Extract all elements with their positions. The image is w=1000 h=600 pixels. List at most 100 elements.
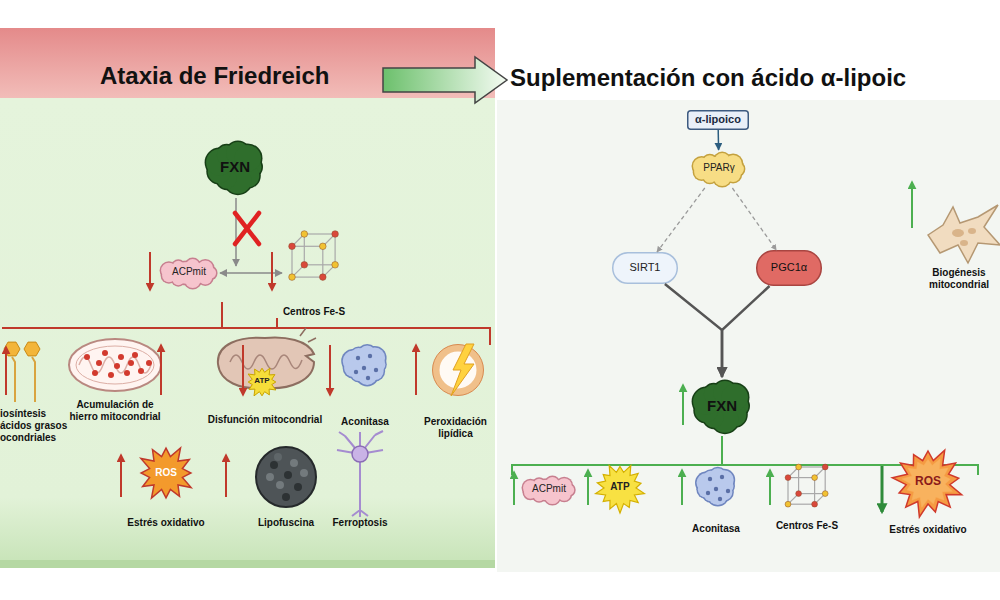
damage-mark xyxy=(300,328,316,342)
node-text: Acumulación de hierro mitocondrial xyxy=(65,399,165,423)
cell-icon xyxy=(928,205,1000,263)
granule-speck xyxy=(300,469,308,477)
granule-speck xyxy=(290,459,298,467)
up-arrow xyxy=(682,385,684,425)
up-arrow xyxy=(911,182,913,228)
enzyme-dot xyxy=(706,491,710,495)
up-arrow xyxy=(513,472,515,505)
diagram-node: FXN xyxy=(690,377,754,435)
node-text: Estrés oxidativo xyxy=(118,517,214,529)
iron-dot xyxy=(84,354,90,360)
node-text: FXN xyxy=(203,158,267,176)
down-arrow xyxy=(149,252,151,290)
diagram-node: Aconitasa xyxy=(335,340,395,435)
down-arrow xyxy=(881,466,884,512)
diagram-node: ATP xyxy=(594,462,646,514)
blocked-arrow xyxy=(235,198,237,266)
cube-atom xyxy=(812,501,818,507)
diagram-node: Centros Fe-S xyxy=(775,462,839,537)
connector-arrow xyxy=(732,188,776,250)
diagram-node: Ferroptosis xyxy=(325,430,395,535)
cube-atom xyxy=(301,262,308,269)
mito-inner xyxy=(76,346,154,384)
enzyme-dot xyxy=(718,497,722,501)
diagram-node: ROSEstrés oxidativo xyxy=(888,448,968,543)
iron-dot xyxy=(132,352,138,358)
node-text: ROS xyxy=(130,467,202,479)
node-text: ACPmit xyxy=(158,266,220,278)
node-text: Biogénesis mitocondrial xyxy=(918,267,1000,291)
diagram-node: FXN xyxy=(203,138,267,196)
cube-atom xyxy=(812,475,818,481)
node-text: Estrés oxidativo xyxy=(880,524,976,536)
cube-atom xyxy=(796,491,802,497)
left-panel xyxy=(0,98,495,568)
down-arrow xyxy=(329,345,331,395)
green-up-arrows xyxy=(514,182,912,505)
cross-stroke xyxy=(235,213,259,244)
node-text: Peroxidación lipídica xyxy=(418,416,493,440)
diagram-node: Centros Fe-S xyxy=(282,228,346,318)
enzyme-dot xyxy=(714,487,718,491)
blob-shape xyxy=(695,467,735,507)
diagram-node: ACPmit xyxy=(158,256,220,290)
connector-arrow xyxy=(722,286,770,377)
node-text: Ferroptosis xyxy=(317,517,403,529)
diagram-node: Biogénesis mitocondrial xyxy=(918,205,1000,300)
cube-atom xyxy=(289,274,296,281)
node-text: Disfunción mitocondrial xyxy=(200,414,330,426)
node-text: PGC1α xyxy=(756,261,822,274)
blob-shape xyxy=(341,344,387,386)
granule-speck xyxy=(270,461,278,469)
iron-sulfur-cube xyxy=(785,464,828,507)
cube-atom xyxy=(785,475,791,481)
node-text: SIRT1 xyxy=(612,261,678,274)
increase-arrows xyxy=(6,345,416,497)
iron-dot xyxy=(118,354,124,360)
membrane-edge xyxy=(433,345,484,396)
cross-stroke xyxy=(235,213,259,244)
lightning-bolt xyxy=(451,344,474,396)
node-text: ATP xyxy=(594,481,646,493)
inhibition-cross xyxy=(235,213,259,244)
blob-part xyxy=(714,470,733,489)
node-text: α-lipoico xyxy=(681,113,755,126)
fatty-acid-icon xyxy=(4,342,40,402)
diagram-node: SIRT1 xyxy=(612,252,678,284)
node-shape xyxy=(282,228,346,318)
connector-arrow xyxy=(665,284,722,377)
cube-atom xyxy=(332,231,339,238)
granule-speck xyxy=(282,493,290,501)
organelle xyxy=(968,228,976,234)
diagram-node: PPARγ xyxy=(690,150,748,188)
diagram-node: Acumulación de hierro mitocondrial xyxy=(65,335,165,445)
up-arrow xyxy=(769,470,771,505)
panel-title: Suplementación con ácido α-lipoic xyxy=(510,64,906,92)
down-arrow xyxy=(271,252,273,290)
iron-dot xyxy=(114,363,120,369)
granule-speck xyxy=(274,453,282,461)
enzyme-dot xyxy=(366,376,370,380)
up-arrow xyxy=(415,345,417,395)
cube-atom xyxy=(332,262,339,269)
iron-dot xyxy=(138,368,144,374)
diagram-node: Lipofuscina xyxy=(250,445,322,535)
enzyme-dot xyxy=(374,368,378,372)
lipofuscin-granule xyxy=(256,447,316,507)
granule-speck xyxy=(266,473,274,481)
diagram-node: Peroxidación lipídica xyxy=(418,340,493,440)
lipid-peroxidation-icon xyxy=(433,344,484,396)
diagram-node: α-lipoico xyxy=(687,110,749,130)
up-arrow xyxy=(225,455,227,497)
cube-edge xyxy=(292,246,323,277)
connector-arrow xyxy=(717,130,719,150)
pill-outline xyxy=(613,253,678,284)
up-arrow xyxy=(587,470,589,505)
diagram-node: Aconitasa xyxy=(690,465,742,540)
neuron-icon xyxy=(337,431,383,517)
enzyme-dot xyxy=(356,356,360,360)
iron-dot xyxy=(92,370,98,376)
node-text: iosíntesis ácidos grasos ocondriales xyxy=(0,408,78,444)
panel-edge xyxy=(0,560,495,568)
